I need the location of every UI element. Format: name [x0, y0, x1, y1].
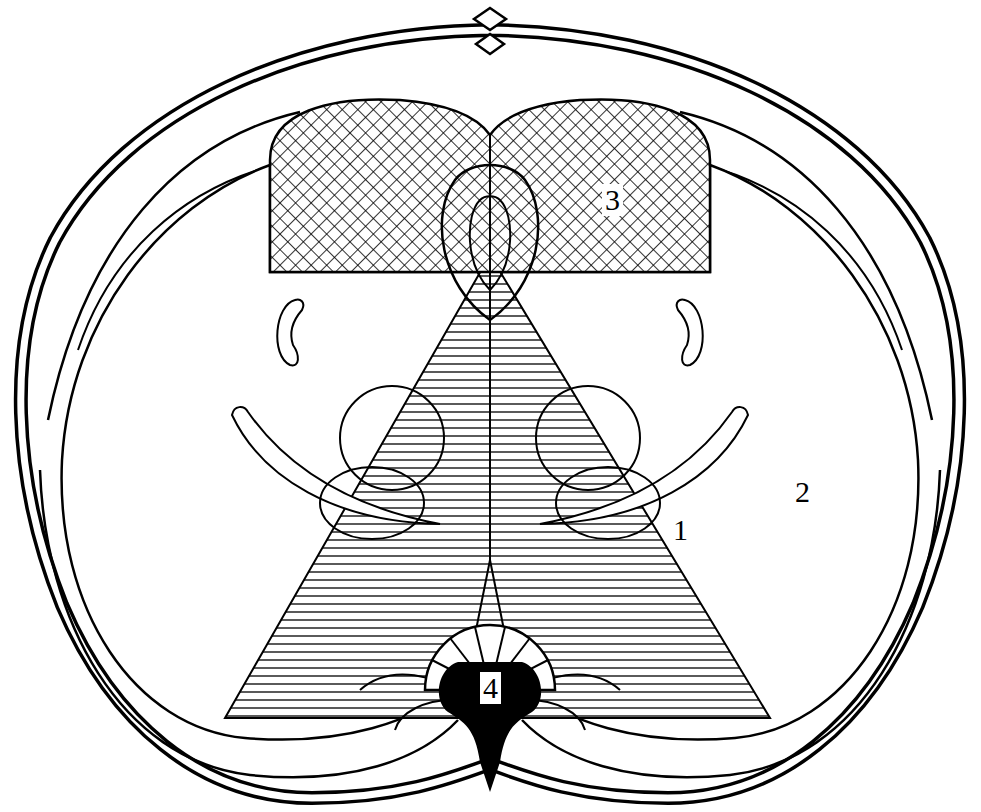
callout-number: 2: [792, 476, 813, 508]
callout-number: 4: [480, 672, 501, 704]
label-holder: 1: [670, 514, 691, 546]
label-holder: 2: [792, 476, 813, 508]
label-holder: 4: [480, 672, 501, 704]
label-holder: 3: [602, 184, 623, 216]
callout-number: 3: [602, 184, 623, 216]
callout-number: 1: [670, 514, 691, 546]
